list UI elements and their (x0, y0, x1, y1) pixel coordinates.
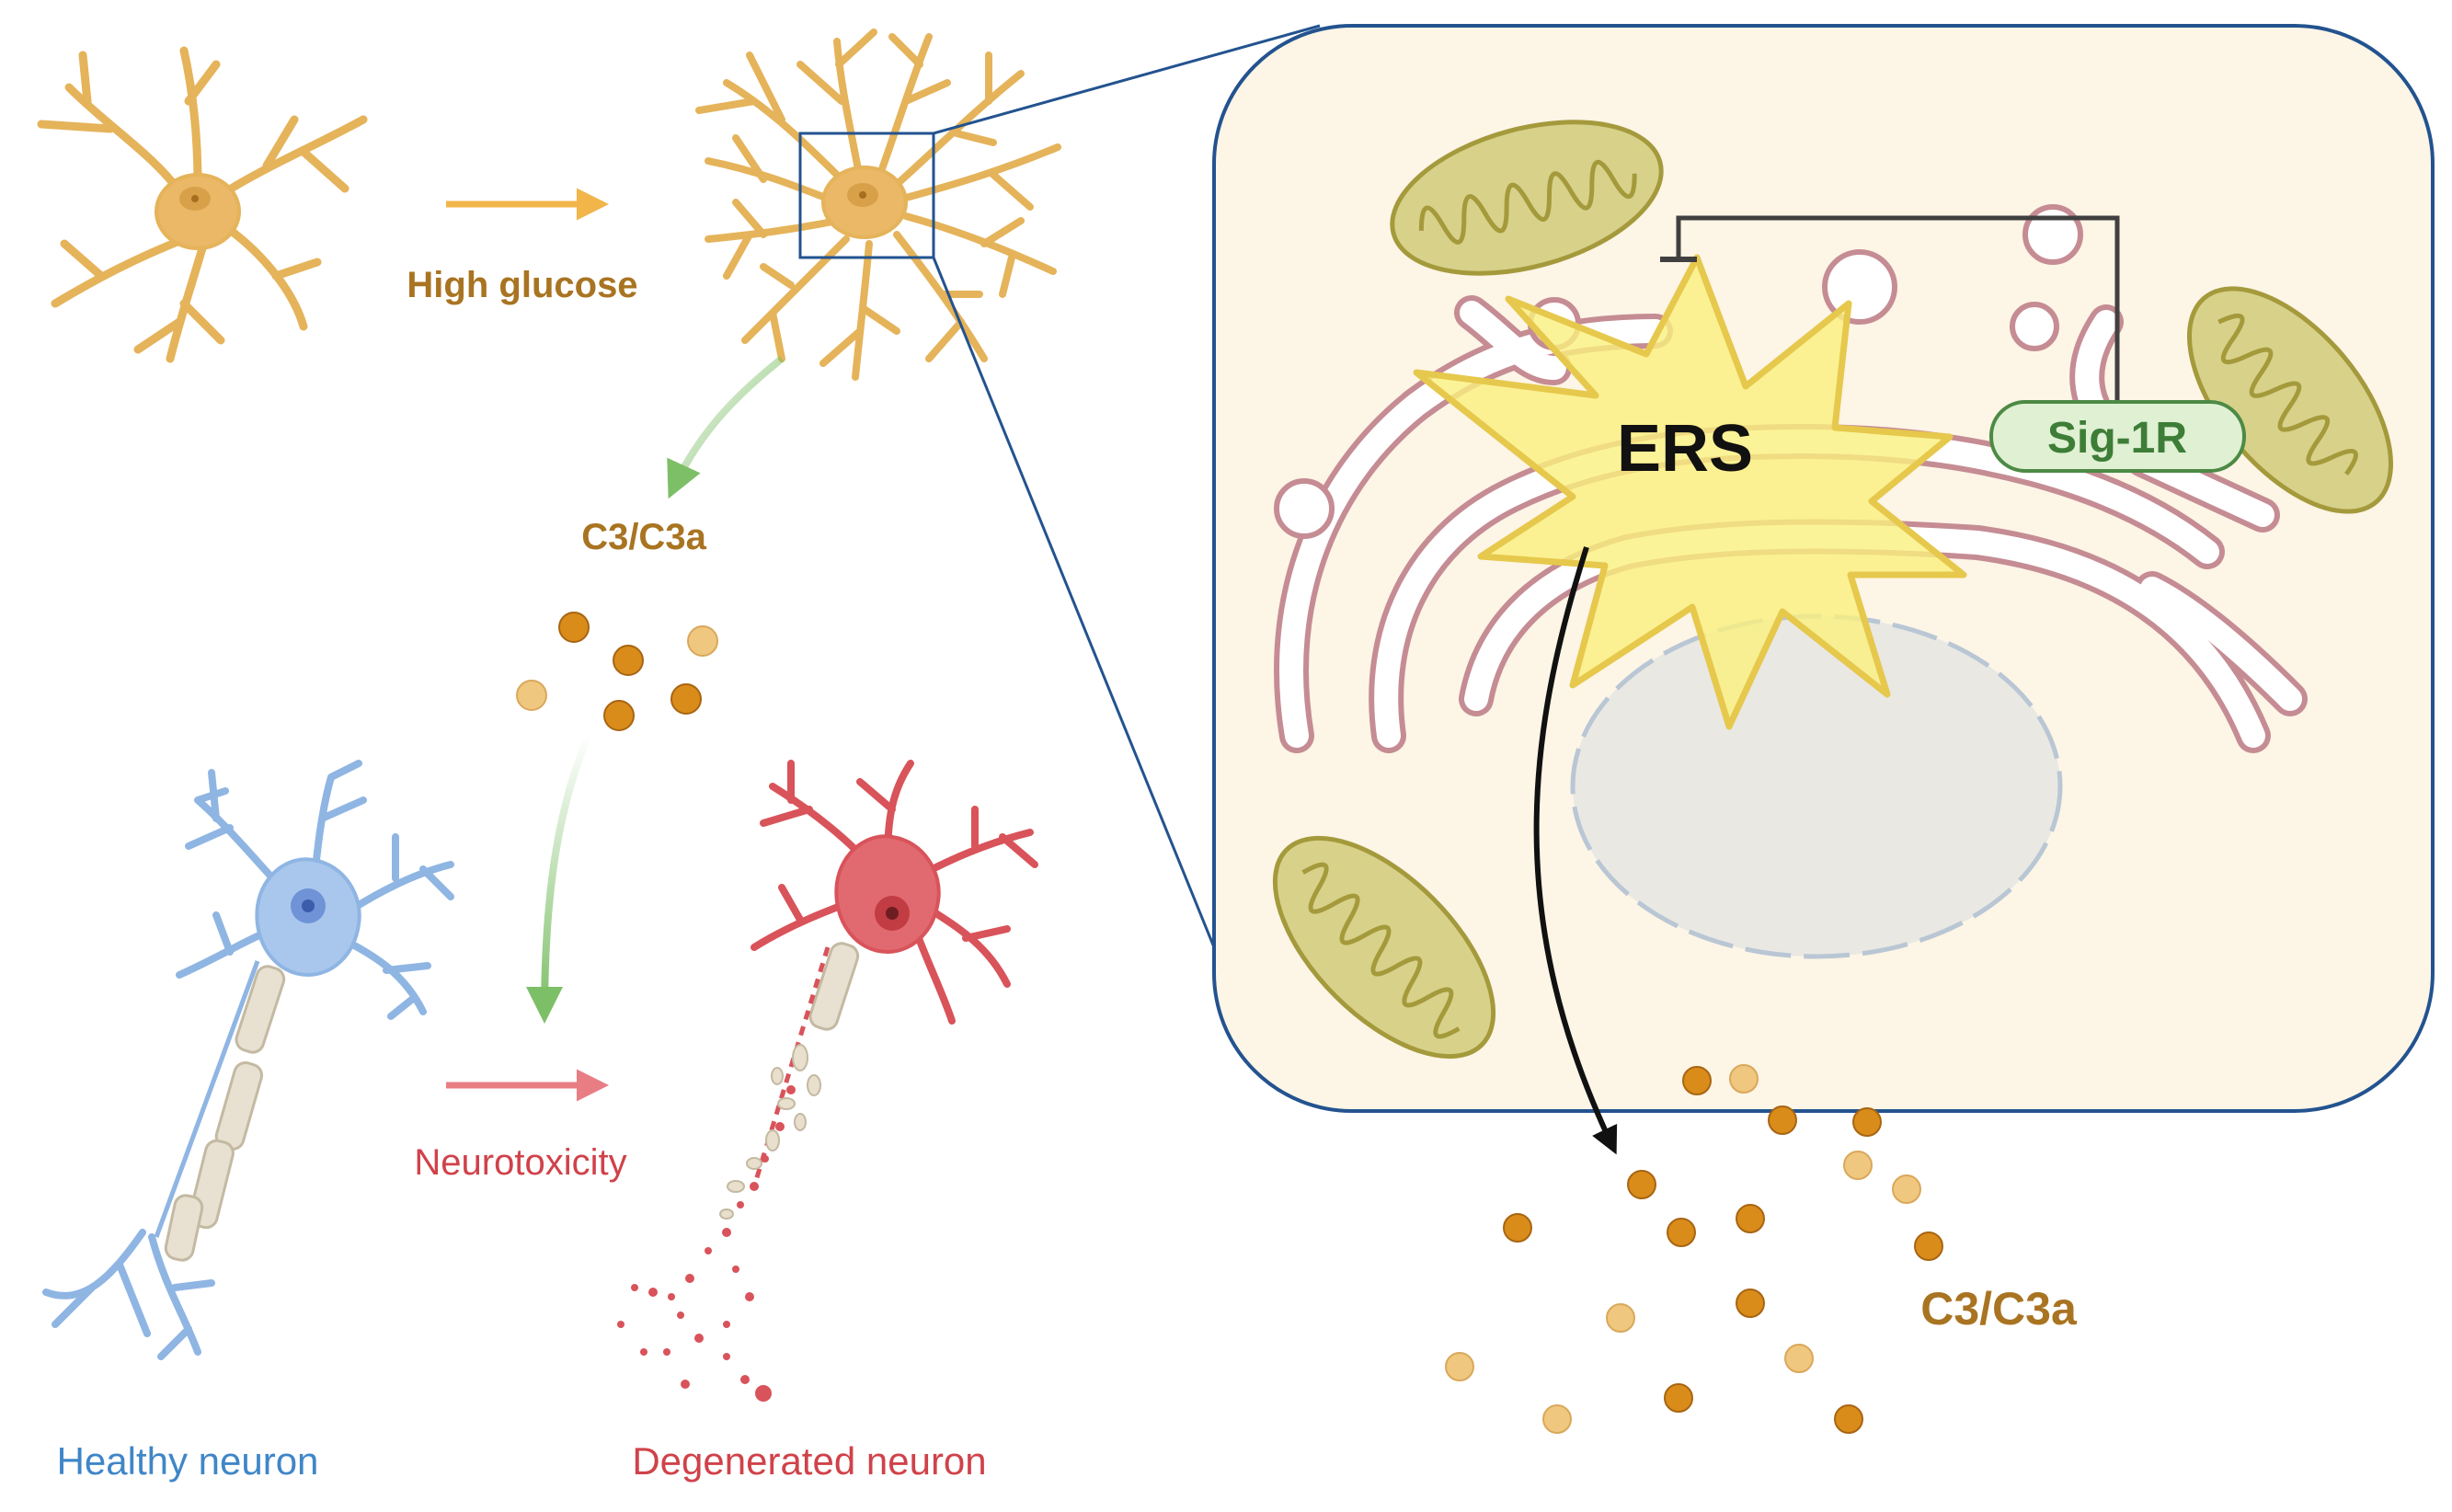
granule (1736, 1289, 1765, 1318)
secretion-arrow (667, 355, 785, 499)
granule (670, 683, 702, 715)
granule (1784, 1344, 1814, 1373)
granule (1768, 1105, 1797, 1135)
granule (516, 680, 547, 711)
granule (687, 625, 718, 657)
mitochondria (1272, 120, 2393, 1060)
high-glucose-label: High glucose (407, 265, 637, 305)
granule (1445, 1352, 1474, 1381)
nucleus (1570, 613, 2063, 959)
granule (1852, 1107, 1882, 1137)
granule (1503, 1213, 1532, 1243)
sig1r-receptor (1989, 400, 2246, 473)
granule (1729, 1064, 1759, 1094)
healthy-neuron (42, 760, 454, 1360)
c3-granules-left (516, 612, 718, 731)
granule (603, 700, 635, 731)
granule (613, 645, 644, 676)
reactive-astrocyte (695, 29, 1061, 381)
sig1r-inhibition-line (1676, 215, 2120, 401)
granule (1606, 1303, 1635, 1333)
c3-c3a-label-right: C3/C3a (1920, 1283, 2078, 1334)
zoom-line-bottom (932, 257, 1216, 948)
granule (1667, 1218, 1696, 1247)
degenerated-neuron (617, 760, 1038, 1402)
granule (1664, 1383, 1693, 1413)
granule (558, 612, 590, 643)
degenerated-neuron-label: Degenerated neuron (632, 1439, 986, 1483)
granule (1834, 1404, 1863, 1434)
granule (1627, 1170, 1656, 1199)
granule (1542, 1404, 1572, 1434)
resting-astrocyte (37, 46, 368, 363)
c3-c3a-label-left: C3/C3a (581, 517, 706, 557)
sig1r-label: Sig-1R (2047, 414, 2187, 463)
granule (1892, 1174, 1921, 1204)
zoom-region-box (798, 132, 935, 259)
mitochondrion (1272, 835, 1496, 1060)
granule (1736, 1204, 1765, 1233)
neurotoxicity-label: Neurotoxicity (414, 1142, 626, 1183)
ers-burst (1413, 254, 1967, 730)
granule (1843, 1151, 1873, 1180)
mitochondrion (1390, 120, 1664, 276)
granule (1682, 1066, 1712, 1095)
healthy-neuron-label: Healthy neuron (57, 1439, 319, 1483)
zoom-line-top (933, 24, 1321, 135)
granule (1914, 1231, 1943, 1261)
c3-release-arrow (1533, 546, 1618, 1155)
c3-granules-right (1445, 1064, 1943, 1434)
neurotoxic-arrow-down (526, 734, 592, 1024)
ers-label: ERS (1617, 412, 1753, 486)
